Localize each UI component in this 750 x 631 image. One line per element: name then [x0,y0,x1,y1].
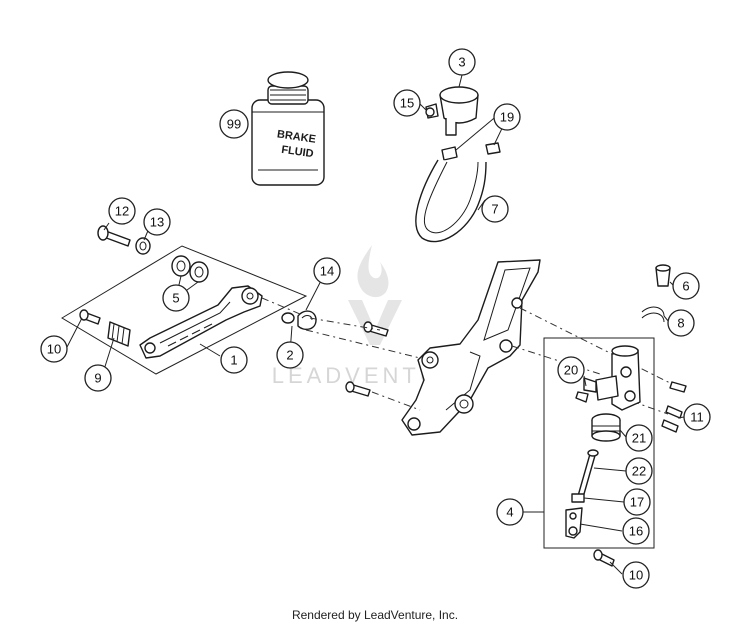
spring-and-washer [281,310,317,331]
brake-reservoir [425,86,479,136]
callout-10-right[interactable]: 10 [622,561,650,589]
brake-fluid-bottle: BRAKE FLUID [251,71,325,186]
svg-text:3: 3 [458,55,465,70]
shift-rubber [107,321,131,347]
callout-19[interactable]: 19 [493,103,521,131]
bracket-bolts [345,321,389,397]
shift-pin [79,309,101,325]
svg-text:5: 5 [172,291,179,306]
circlip [641,306,665,323]
callout-11[interactable]: 11 [683,403,711,431]
svg-text:15: 15 [400,96,414,111]
svg-text:13: 13 [150,215,164,230]
svg-text:20: 20 [564,363,578,378]
callout-15[interactable]: 15 [393,89,421,117]
bottle-label-line-2: FLUID [281,144,315,160]
callout-3[interactable]: 3 [448,48,476,76]
svg-text:16: 16 [629,524,643,539]
brake-hose [415,159,487,243]
svg-text:11: 11 [690,410,704,425]
bushings [171,255,209,283]
footrest-bracket [401,259,541,436]
svg-text:21: 21 [632,431,646,446]
svg-text:10: 10 [629,568,643,583]
bolt-6 [655,264,671,287]
callout-2[interactable]: 2 [276,341,304,369]
callout-21[interactable]: 21 [625,424,653,452]
svg-text:2: 2 [286,348,293,363]
master-cylinder-group-outline [543,337,655,549]
svg-text:99: 99 [227,117,241,132]
bolt-10-right [593,549,615,567]
callout-6[interactable]: 6 [672,272,700,300]
callout-22[interactable]: 22 [625,457,653,485]
svg-text:19: 19 [500,110,514,125]
push-rod-22 [577,449,599,497]
svg-text:9: 9 [94,371,101,386]
shift-lever-group-outline [61,245,308,375]
callout-17[interactable]: 17 [623,488,651,516]
callout-5[interactable]: 5 [162,284,190,312]
callout-7[interactable]: 7 [481,195,509,223]
svg-text:10: 10 [47,342,61,357]
banjo-fitting-20 [575,377,597,403]
callout-1[interactable]: 1 [220,346,248,374]
callout-9[interactable]: 9 [84,364,112,392]
leader-lines [65,74,685,575]
svg-text:14: 14 [320,264,334,279]
svg-text:8: 8 [677,316,684,331]
bottle-label-line-1: BRAKE [276,128,316,145]
callout-12[interactable]: 12 [108,197,136,225]
footer-credit: Rendered by LeadVenture, Inc. [291,608,459,622]
bolt-far-right [669,381,687,393]
svg-text:12: 12 [115,204,129,219]
callout-8[interactable]: 8 [667,309,695,337]
callout-13[interactable]: 13 [143,208,171,236]
nut-17 [571,493,585,503]
callout-99[interactable]: 99 [219,109,249,139]
svg-text:17: 17 [630,495,644,510]
svg-text:22: 22 [632,464,646,479]
svg-text:7: 7 [491,202,498,217]
svg-text:1: 1 [230,353,237,368]
clevis-16 [565,507,583,539]
boot-21 [591,413,621,442]
master-cylinder [595,345,641,411]
shift-lever [139,285,263,359]
hose-clamps [441,142,501,161]
svg-text:6: 6 [682,279,689,294]
callout-10[interactable]: 10 [40,335,68,363]
bolt-and-washer [97,225,151,255]
callout-4[interactable]: 4 [496,498,524,526]
callout-14[interactable]: 14 [313,257,341,285]
svg-text:4: 4 [506,505,513,520]
bolt-11 [661,405,683,433]
callout-20[interactable]: 20 [557,356,585,384]
callout-16[interactable]: 16 [622,517,650,545]
